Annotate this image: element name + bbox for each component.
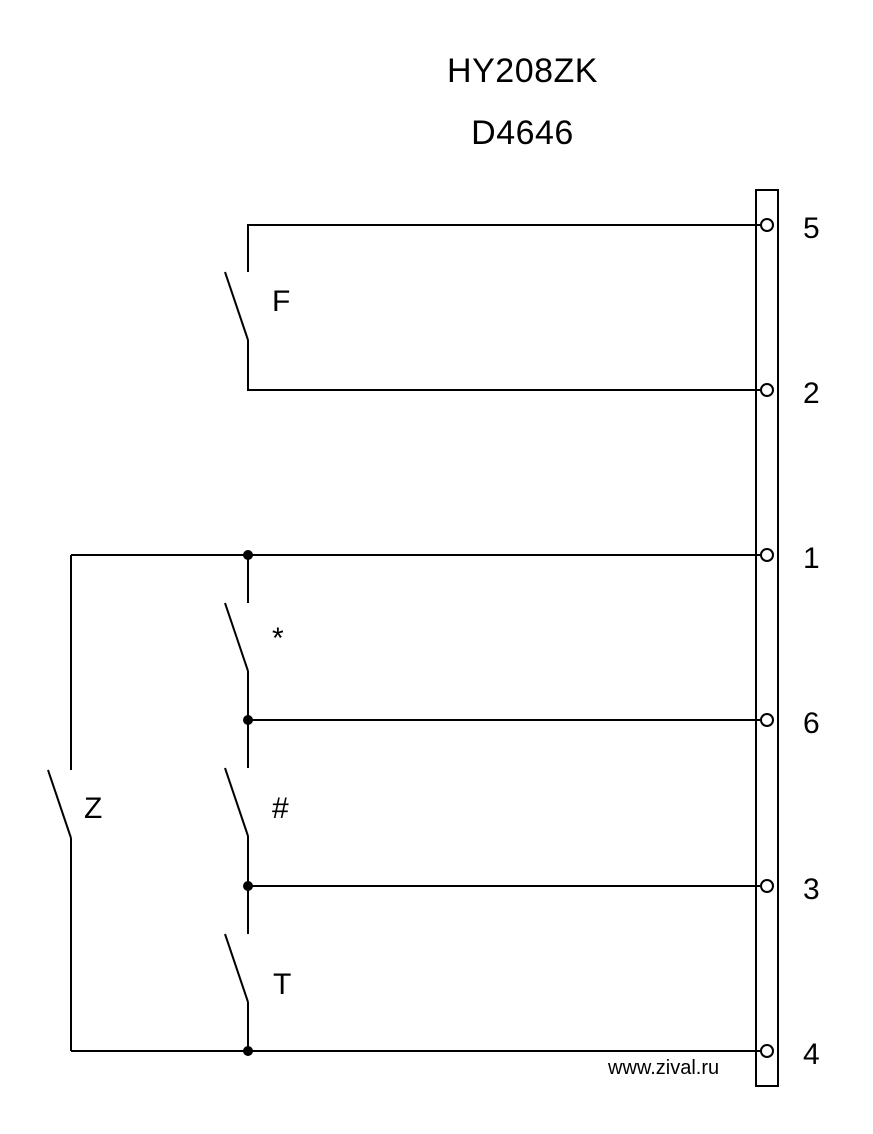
watermark-text: www.zival.ru (607, 1057, 719, 1079)
main-switch-chain (47, 554, 760, 1052)
terminal-3-label: 3 (803, 873, 820, 906)
t-switch-blade (224, 933, 249, 1003)
terminal-5-pin (760, 218, 774, 232)
junction-dot-3 (243, 881, 253, 891)
hash-switch-blade (224, 767, 249, 837)
terminal-2-label: 2 (803, 377, 820, 410)
terminal-4-pin (760, 1044, 774, 1058)
terminal-6-label: 6 (803, 707, 820, 740)
z-switch-blade (47, 769, 72, 839)
model-title: HY208ZK (447, 52, 598, 90)
terminal-5-label: 5 (803, 212, 820, 245)
junction-dot-6 (243, 715, 253, 725)
model-code: D4646 (471, 114, 574, 152)
star-switch-label: * (272, 622, 284, 655)
terminal-1-label: 1 (803, 542, 820, 575)
terminal-3-pin (760, 879, 774, 893)
wire-to-terminal-5 (247, 224, 760, 272)
t-switch-label: T (273, 968, 291, 1001)
f-switch-circuit (224, 224, 760, 391)
f-switch-blade (224, 271, 249, 341)
z-switch-label: Z (84, 792, 102, 825)
junction-dot-1 (243, 550, 253, 560)
terminal-strip (755, 189, 779, 1087)
terminal-1-pin (760, 548, 774, 562)
junction-dot-4 (243, 1046, 253, 1056)
terminal-2-pin (760, 383, 774, 397)
star-switch-blade (224, 602, 249, 672)
terminal-6-pin (760, 713, 774, 727)
terminal-4-label: 4 (803, 1038, 820, 1071)
wire-to-terminal-2 (247, 340, 760, 391)
f-switch-label: F (272, 285, 290, 318)
hash-switch-label: # (272, 792, 289, 825)
